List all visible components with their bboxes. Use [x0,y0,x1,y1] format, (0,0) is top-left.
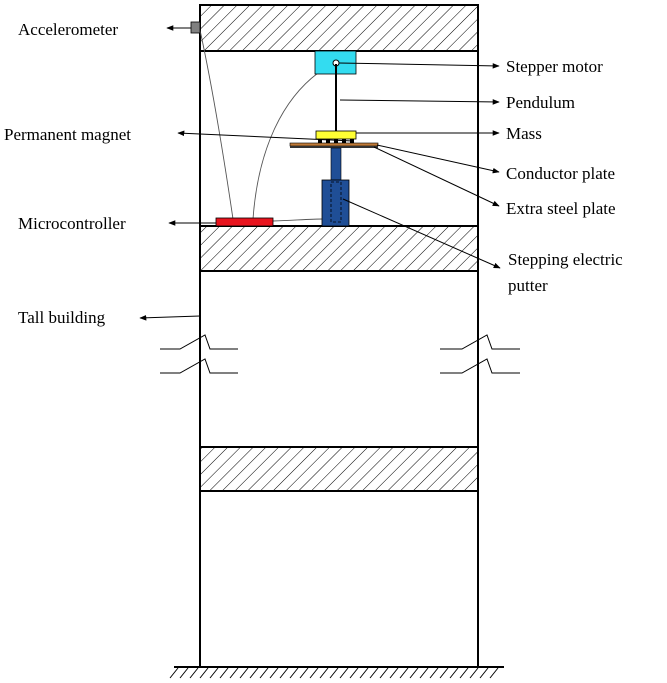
ground-hatch-line [409,667,419,679]
label-accelerometer: Accelerometer [18,20,118,39]
conductor-plate [289,142,379,147]
ground-hatch-line [339,667,349,679]
ground-hatch-line [299,667,309,679]
ground-hatch-line [359,667,369,679]
ground-hatch-line [209,667,219,679]
break-symbol-left [160,334,238,374]
ground-hatch-line [469,667,479,679]
ground [169,666,504,679]
ground-hatch-line [379,667,389,679]
ground-hatch-line [429,667,439,679]
tall-building-leader [139,314,201,321]
ground-hatch-line [449,667,459,679]
ground-hatch-line [249,667,259,679]
extra-steel-plate [290,146,378,148]
ground-hatch-line [369,667,379,679]
top-floor-slab [199,4,479,52]
ground-hatch-line [179,667,189,679]
ground-hatch-line [319,667,329,679]
ground-hatch-line [239,667,249,679]
conductor-plate-leader [376,144,500,174]
ground-hatch-line [439,667,449,679]
ground-hatch-line [309,667,319,679]
microcontroller-board [215,217,274,227]
ground-hatch-line [189,667,199,679]
ground-hatch-line [399,667,409,679]
ground-hatch-line [389,667,399,679]
putter-inner [330,181,342,223]
ground-hatch-line [279,667,289,679]
putter-body [321,179,350,227]
label-tall-building: Tall building [18,308,106,327]
putter-wire [272,218,324,222]
extra-steel-plate-leader [373,146,500,207]
label-stepping-electric-putter-line1: Stepping electric [508,250,623,269]
pendulum-leader [339,99,500,105]
label-permanent-magnet: Permanent magnet [4,125,131,144]
ground-hatch-line [219,667,229,679]
ground-hatch-line [489,667,499,679]
ground-hatch-line [349,667,359,679]
label-microcontroller: Microcontroller [18,214,126,233]
ground-hatch-line [329,667,339,679]
putter-rod [330,147,342,181]
label-pendulum: Pendulum [506,93,575,112]
permanent-magnet-leader [177,130,354,142]
ground-hatch [169,667,499,679]
mass-block [315,130,357,140]
tall-building [199,4,479,667]
ground-hatch-line [229,667,239,679]
ground-hatch-line [269,667,279,679]
label-stepping-electric-putter-line2: putter [508,276,548,295]
label-stepper-motor: Stepper motor [506,57,603,76]
label-mass: Mass [506,124,542,143]
ground-hatch-line [459,667,469,679]
accelerometer-sensor [190,21,201,34]
break-symbol-right [440,334,520,374]
ground-hatch-line [199,667,209,679]
ground-hatch-line [419,667,429,679]
ground-hatch-line [169,667,179,679]
label-extra-steel-plate: Extra steel plate [506,199,616,218]
lower-floor-slab [199,446,479,492]
middle-floor-slab [199,225,479,272]
accelerometer-wire [199,29,234,220]
putter-leader [342,198,501,269]
ground-hatch-line [259,667,269,679]
ground-hatch-line [289,667,299,679]
motor-wire [252,72,319,220]
label-conductor-plate: Conductor plate [506,164,615,183]
stepper-motor-leader [338,62,500,69]
ground-hatch-line [479,667,489,679]
